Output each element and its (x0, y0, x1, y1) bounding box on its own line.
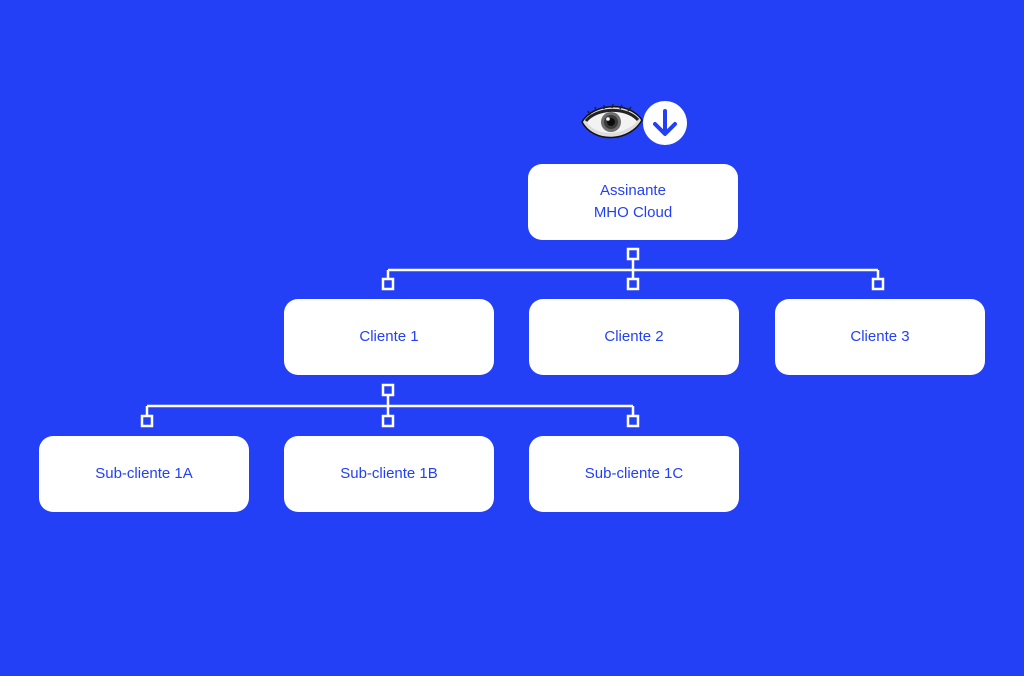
root-label-line2: MHO Cloud (593, 204, 673, 221)
connector-square (871, 277, 885, 291)
client-label: Cliente 3 (850, 328, 910, 345)
icon-group (581, 101, 687, 145)
subclient-node-1b: Sub-cliente 1B (284, 436, 494, 512)
connector-square (140, 414, 154, 428)
client-label: Cliente 1 (359, 328, 419, 345)
subclient-node-1c: Sub-cliente 1C (529, 436, 739, 512)
subclient-label: Sub-cliente 1C (584, 465, 684, 482)
subclient-label: Sub-cliente 1A (95, 465, 193, 482)
connector-square (381, 277, 395, 291)
client-node-1: Cliente 1 (284, 299, 494, 375)
connector-square (381, 414, 395, 428)
arrow-down-icon (643, 101, 687, 145)
subclient-label: Sub-cliente 1B (340, 465, 438, 482)
root-node: Assinante MHO Cloud (528, 164, 738, 240)
client-label: Cliente 2 (604, 328, 664, 345)
connector-square (626, 247, 640, 261)
connector-square (626, 277, 640, 291)
client-node-2: Cliente 2 (529, 299, 739, 375)
root-label-line1: Assinante (600, 182, 666, 199)
subclient-node-1a: Sub-cliente 1A (39, 436, 249, 512)
client-node-3: Cliente 3 (775, 299, 985, 375)
eye-icon (581, 103, 643, 139)
connector-square (381, 383, 395, 397)
connector-square (626, 414, 640, 428)
